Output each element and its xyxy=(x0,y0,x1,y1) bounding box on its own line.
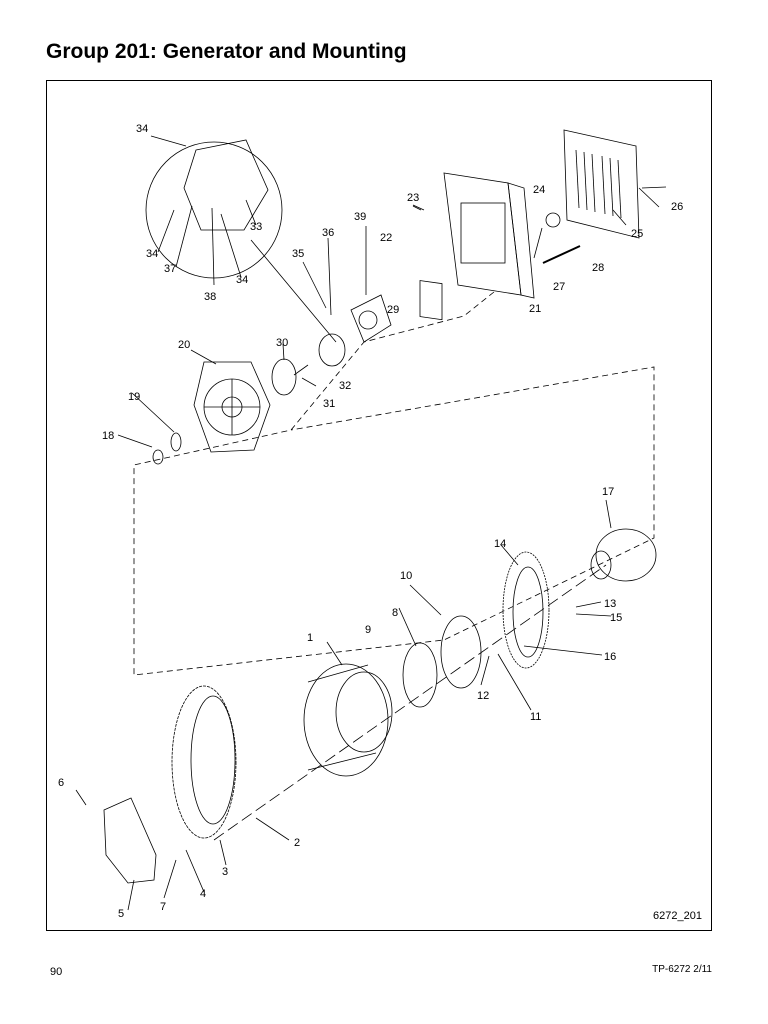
cover-plate-22 xyxy=(419,280,443,321)
coil-2 xyxy=(171,685,237,839)
fan-14 xyxy=(502,551,550,669)
callout-34b: 34 xyxy=(146,248,158,260)
housing-21 xyxy=(443,172,522,296)
callout-37: 35 xyxy=(292,248,304,260)
callout-17: 17 xyxy=(602,486,614,498)
stator-1 xyxy=(303,663,389,777)
cover-5 xyxy=(103,797,157,884)
brush-plate xyxy=(183,139,269,231)
callout-8: 8 xyxy=(392,607,398,619)
callout-22: 22 xyxy=(380,232,392,244)
diagram-frame xyxy=(46,80,712,931)
callout-12: 12 xyxy=(477,690,489,702)
callout-11: 11 xyxy=(530,711,541,723)
callout-1: 1 xyxy=(307,632,313,644)
figure-id: 6272_201 xyxy=(653,910,702,922)
callout-18: 18 xyxy=(102,430,114,442)
callout-35: 37 xyxy=(164,263,176,275)
callout-28: 28 xyxy=(592,262,604,274)
callout-26: 26 xyxy=(671,201,683,213)
callout-27: 27 xyxy=(553,281,565,293)
callout-36: 38 xyxy=(204,291,216,303)
document-id: TP-6272 2/11 xyxy=(652,964,712,975)
end-bracket-20 xyxy=(193,361,271,453)
bearing-24 xyxy=(545,212,561,228)
o-ring-19 xyxy=(170,432,182,452)
callout-10: 10 xyxy=(400,570,412,582)
callout-21: 21 xyxy=(529,303,541,315)
page-number: 90 xyxy=(50,966,63,978)
callout-29: 29 xyxy=(387,304,399,316)
callout-30: 30 xyxy=(276,337,288,349)
callout-7: 7 xyxy=(160,901,166,913)
exciter-armature-30 xyxy=(271,358,297,396)
callout-34c: 34 xyxy=(236,274,248,286)
callout-23: 23 xyxy=(407,192,419,204)
callout-31: 31 xyxy=(323,398,335,410)
callout-16: 16 xyxy=(604,651,616,663)
rotor-17 xyxy=(595,528,657,582)
grille-25 xyxy=(563,129,640,239)
callout-24: 24 xyxy=(533,184,545,196)
callout-6: 6 xyxy=(58,777,64,789)
callout-38: 36 xyxy=(322,227,334,239)
callout-2: 2 xyxy=(294,837,300,849)
callout-33: 33 xyxy=(250,221,262,233)
disc-8 xyxy=(402,642,438,708)
assembly-guide xyxy=(133,291,655,676)
callout-3: 3 xyxy=(222,866,228,878)
callout-19: 19 xyxy=(128,391,140,403)
callout-9: 9 xyxy=(365,624,371,636)
callout-39: 39 xyxy=(354,211,366,223)
bolt-28 xyxy=(542,245,581,264)
callout-32: 32 xyxy=(339,380,351,392)
callout-14: 14 xyxy=(494,538,506,550)
exploded-parts-diagram: 34 34 37 38 34 33 35 36 39 29 30 32 31 2… xyxy=(58,123,683,920)
page-title: Group 201: Generator and Mounting xyxy=(46,40,407,63)
exciter-field-39 xyxy=(350,294,392,343)
callout-34a: 34 xyxy=(136,123,148,135)
callout-13: 13 xyxy=(604,598,616,610)
callout-25: 25 xyxy=(631,228,643,240)
bearing-18 xyxy=(152,449,164,465)
disc-10 xyxy=(440,615,482,689)
callout-20: 20 xyxy=(178,339,190,351)
detail-circle xyxy=(145,141,283,279)
callout-15: 15 xyxy=(610,612,622,624)
callout-4: 4 xyxy=(200,888,206,900)
callout-5: 5 xyxy=(118,908,124,920)
